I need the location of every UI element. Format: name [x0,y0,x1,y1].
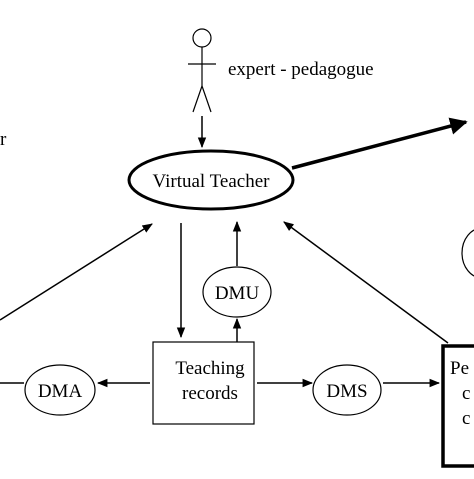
dms-label: DMS [326,381,367,402]
right-partial-ellipse [461,229,474,277]
virtual-teacher-label: Virtual Teacher [153,171,271,192]
dma-label: DMA [38,381,83,402]
right-box-label-line2: c [462,383,470,404]
virtual-teacher-node [127,149,295,211]
dmu-label: DMU [215,283,260,304]
teaching-records-label-line1: Teaching [175,358,245,379]
arrow-teacher-to-offscreen [291,117,468,170]
arrow-left-to-teacher [0,223,153,321]
dmu-node [202,266,272,318]
dma-node [24,364,96,416]
right-box-label-line1: Pe [450,358,469,379]
right-partial-box [441,344,474,468]
expert-pedagogue-figure-icon [188,28,216,113]
dms-node [312,364,382,416]
teaching-records-node [152,341,255,425]
actor-label: expert - pedagogue [228,59,374,80]
left-partial-text: r [0,129,7,150]
arrow-right-box-to-teacher [283,221,449,344]
teaching-records-label-line2: records [182,383,238,404]
right-box-label-line3: c [462,408,470,429]
